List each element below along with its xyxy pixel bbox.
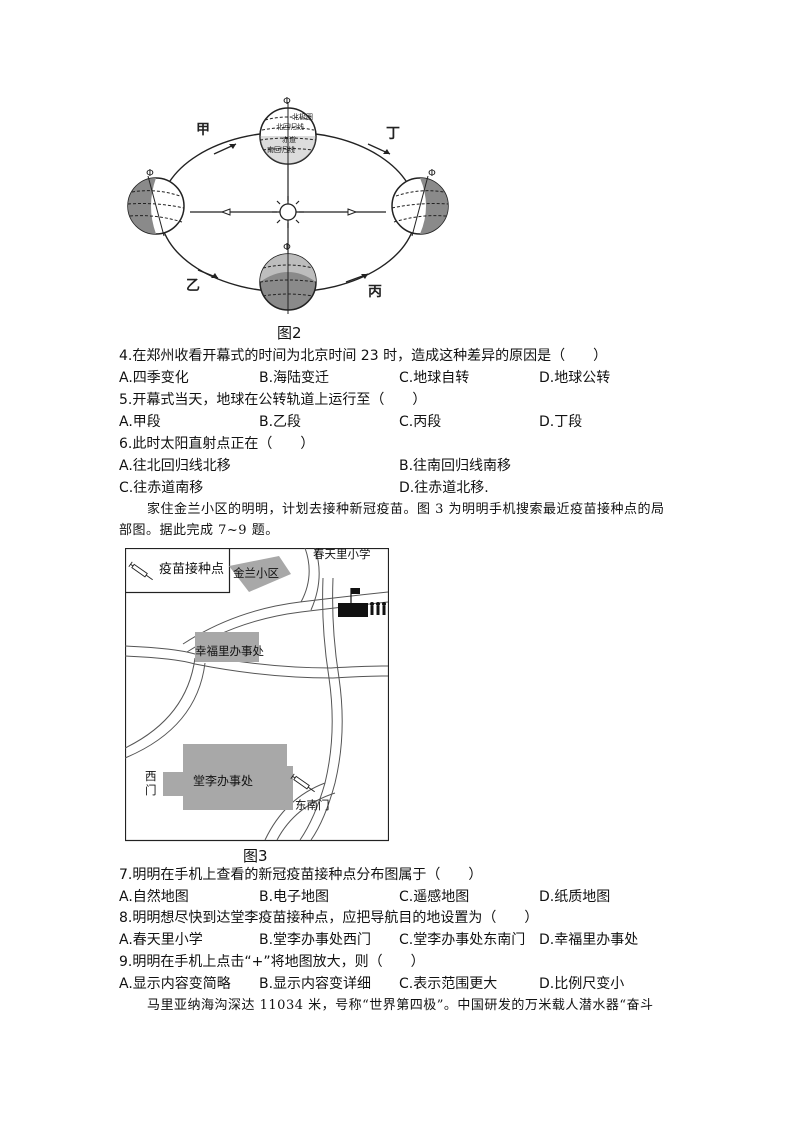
label-ding: 丁 xyxy=(386,126,400,142)
question-6-option-b[interactable]: B.往南回归线南移 xyxy=(399,458,512,474)
question-4-option-d[interactable]: D.地球公转 xyxy=(539,370,611,386)
question-4-option-c[interactable]: C.地球自转 xyxy=(399,370,470,386)
question-4-stem: 4.在郑州收看开幕式的时间为北京时间 23 时，造成这种差异的原因是（ ） xyxy=(119,348,608,364)
legend-label: 疫苗接种点 xyxy=(159,561,224,577)
question-4-option-a[interactable]: A.四季变化 xyxy=(119,370,189,386)
question-8-option-d[interactable]: D.幸福里办事处 xyxy=(539,932,639,948)
question-6-option-a[interactable]: A.往北回归线北移 xyxy=(119,458,231,474)
top-globe-label-2: 赤道 xyxy=(282,135,296,144)
question-8-option-b[interactable]: B.堂李办事处西门 xyxy=(259,932,372,948)
question-4-option-b[interactable]: B.海陆变迁 xyxy=(259,370,330,386)
label-bing: 丙 xyxy=(368,284,382,300)
label-jia: 甲 xyxy=(196,122,210,138)
question-7-option-b[interactable]: B.电子地图 xyxy=(259,889,330,905)
question-5-option-a[interactable]: A.甲段 xyxy=(119,414,161,430)
question-7-option-d[interactable]: D.纸质地图 xyxy=(539,889,611,905)
question-7-option-a[interactable]: A.自然地图 xyxy=(119,889,189,905)
question-8-stem: 8.明明想尽快到达堂李疫苗接种点，应把导航目的地设置为（ ） xyxy=(119,910,539,926)
label-jinlan: 金兰小区 xyxy=(233,566,279,580)
passage-1-line-2: 部图。据此完成 7~9 题。 xyxy=(119,523,279,538)
question-5-option-d[interactable]: D.丁段 xyxy=(539,414,583,430)
label-chuntianli-school: 春天里小学 xyxy=(313,548,371,561)
top-globe-label-1: 北回归线 xyxy=(276,122,304,131)
globe-right xyxy=(391,175,449,237)
label-tangli: 堂李办事处 xyxy=(193,773,253,788)
top-globe-label-0: 北极圈 xyxy=(292,112,313,121)
syringe-icon-legend xyxy=(128,561,153,581)
question-8-option-a[interactable]: A.春天里小学 xyxy=(119,932,203,948)
figure-3-caption: 图3 xyxy=(243,847,268,865)
globe-bottom xyxy=(259,248,317,314)
question-9-option-d[interactable]: D.比例尺变小 xyxy=(539,976,625,992)
globe-left xyxy=(127,175,185,237)
question-6-option-c[interactable]: C.往赤道南移 xyxy=(119,480,204,496)
passage-1-line-1: 家住金兰小区的明明，计划去接种新冠疫苗。图 3 为明明手机搜索最近疫苗接种点的局 xyxy=(147,502,665,517)
label-xingfuli: 幸福里办事处 xyxy=(195,644,264,658)
label-west-gate-2: 门 xyxy=(145,783,157,797)
label-southeast-gate: 东南门 xyxy=(295,798,330,812)
sun-icon xyxy=(272,196,304,228)
axis-symbol-right: Φ xyxy=(428,168,436,179)
axis-symbol-bottom: Φ xyxy=(283,242,291,253)
passage-2-line-1: 马里亚纳海沟深达 11034 米，号称“世界第四极”。中国研发的万米载人潜水器“… xyxy=(147,998,654,1013)
figure-2-orbit-diagram: 北极圈 北回归线 赤道 南回归线 Φ Φ Φ Φ xyxy=(127,96,449,314)
question-6-option-d[interactable]: D.往赤道北移. xyxy=(399,480,489,496)
question-9-option-a[interactable]: A.显示内容变简略 xyxy=(119,976,231,992)
syringe-icon-map xyxy=(290,773,315,793)
school-icon xyxy=(338,588,386,617)
question-7-stem: 7.明明在手机上查看的新冠疫苗接种点分布图属于（ ） xyxy=(119,867,483,883)
question-5-option-b[interactable]: B.乙段 xyxy=(259,414,302,430)
axis-symbol-top: Φ xyxy=(283,96,291,107)
label-yi: 乙 xyxy=(186,278,200,294)
question-7-option-c[interactable]: C.遥感地图 xyxy=(399,889,470,905)
figure-3-map: 疫苗接种点 金兰小区 春天里小学 幸福里办事处 堂李办事处 西 门 东南门 xyxy=(125,548,389,842)
question-6-stem: 6.此时太阳直射点正在（ ） xyxy=(119,436,315,452)
question-9-option-c[interactable]: C.表示范围更大 xyxy=(399,976,498,992)
question-9-option-b[interactable]: B.显示内容变详细 xyxy=(259,976,372,992)
question-8-option-c[interactable]: C.堂李办事处东南门 xyxy=(399,932,526,948)
globe-top: 北极圈 北回归线 赤道 南回归线 xyxy=(259,102,317,170)
label-west-gate-1: 西 xyxy=(145,769,157,783)
question-5-stem: 5.开幕式当天，地球在公转轨道上运行至（ ） xyxy=(119,392,427,408)
axis-symbol-left: Φ xyxy=(146,168,154,179)
figure-2-caption: 图2 xyxy=(277,324,302,342)
top-globe-label-3: 南回归线 xyxy=(267,145,295,154)
question-5-option-c[interactable]: C.丙段 xyxy=(399,414,442,430)
question-9-stem: 9.明明在手机上点击“+”将地图放大，则（ ） xyxy=(119,954,425,970)
